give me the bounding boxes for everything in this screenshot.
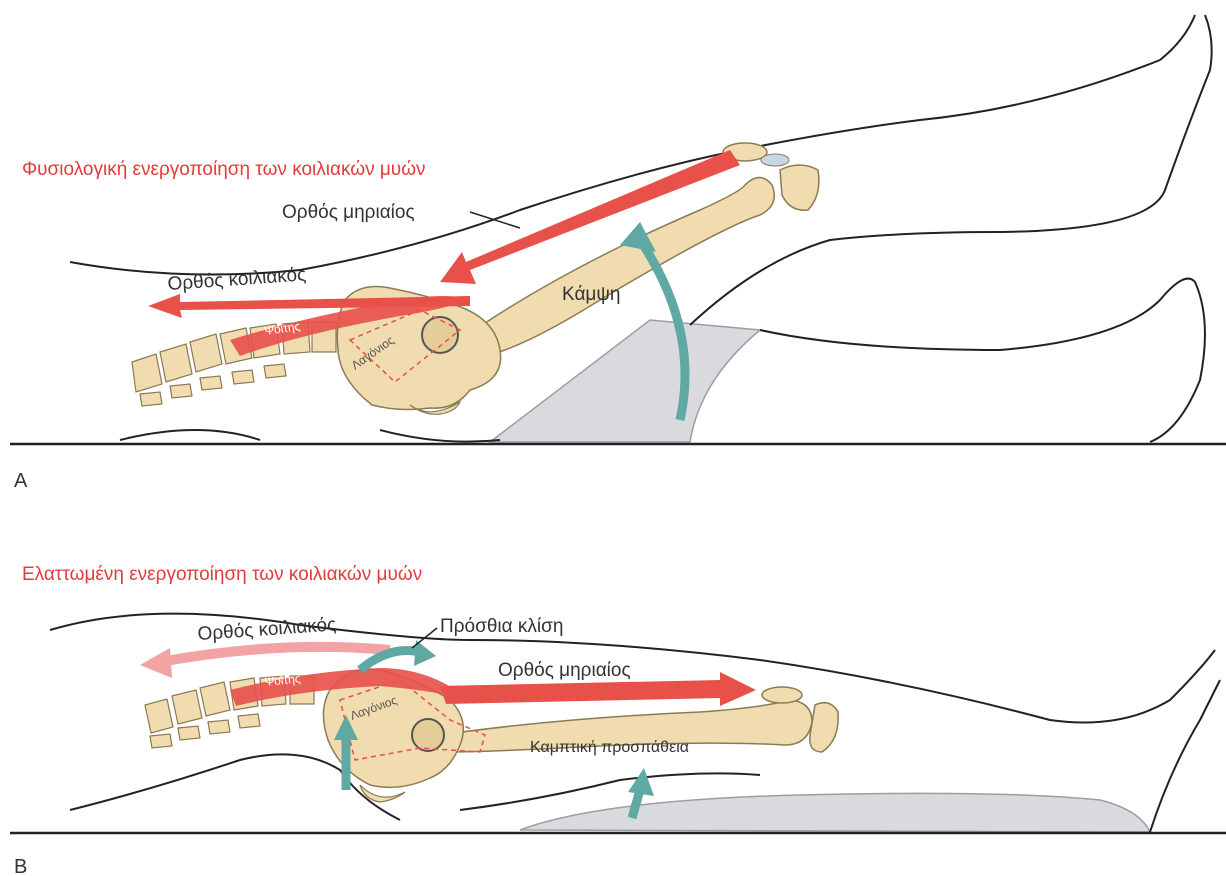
tibia-head-a: [780, 165, 819, 210]
tibia-head-b: [810, 703, 838, 752]
rectus-femoris-label-b: Ορθός μηριαίος: [498, 660, 631, 681]
anterior-tilt-label-b: Πρόσθια κλίση: [440, 616, 563, 637]
anterior-tilt-arrow-b: [360, 650, 420, 670]
panel-a-title: Φυσιολογική ενεργοποίηση των κοιλιακών μ…: [22, 159, 426, 180]
panel-b-letter: B: [14, 856, 27, 876]
knee-joint-a: [761, 154, 789, 166]
foot-outline-b: [1150, 680, 1220, 832]
rectus-abdominis-label-b: Ορθός κοιλιακός: [197, 614, 337, 645]
rectus-abdominis-label-a: Ορθός κοιλιακός: [167, 264, 307, 295]
resting-leg-outline: [760, 279, 1205, 442]
rectus-abdominis-arrowhead-b: [140, 648, 172, 678]
patella-b: [762, 687, 802, 703]
panel-b: Ελαττωμένη ενεργοποίηση των κοιλιακών μυ…: [10, 564, 1226, 876]
panel-b-title: Ελαττωμένη ενεργοποίηση των κοιλιακών μυ…: [22, 564, 422, 585]
hip-joint-b: [412, 719, 444, 751]
panel-a: Φυσιολογική ενεργοποίηση των κοιλιακών μ…: [10, 15, 1226, 492]
rectus-femoris-label-a: Ορθός μηριαίος: [282, 202, 415, 223]
rectus-abdominis-arrow-b: [160, 647, 390, 662]
back-outline: [120, 430, 260, 440]
flexion-effort-label-b: Καμπτική προσπάθεια: [530, 739, 689, 756]
panel-a-letter: A: [14, 470, 28, 492]
leg-support-b: [520, 793, 1150, 832]
buttock-outline: [380, 430, 500, 442]
flexion-label-a: Κάμψη: [562, 284, 620, 305]
leg-outline-upper-lower: [690, 15, 1212, 325]
flexion-effort-arrowhead-b: [628, 768, 654, 796]
